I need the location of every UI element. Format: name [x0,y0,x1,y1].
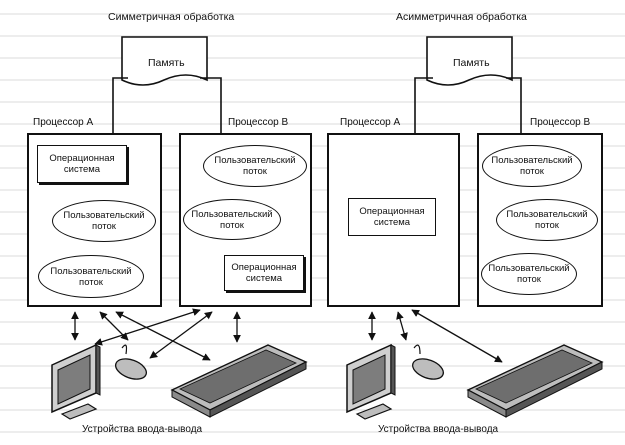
sym-a-thread-1-label: Пользовательский поток [63,210,145,232]
asym-proc-a-label: Процессор А [340,117,401,128]
keyboard-icon [170,344,308,418]
sym-a-thread-1: Пользовательский поток [52,200,156,242]
sym-b-thread-2: Пользовательский поток [183,199,281,240]
asym-io-label: Устройства ввода-вывода [378,424,499,435]
sym-title: Симметричная обработка [108,11,235,23]
sym-io-arrows [71,308,241,361]
asym-b-thread-2-label: Пользовательский поток [506,209,588,231]
asym-title: Асимметричная обработка [396,11,527,23]
sym-b-thread-2-label: Пользовательский поток [191,208,273,231]
asym-a-os-label: Операционная система [359,206,425,228]
sym-a-thread-2: Пользовательский поток [38,255,144,298]
asym-b-thread-2: Пользовательский поток [496,199,598,241]
sym-proc-a-label: Процессор А [33,117,94,128]
sym-proc-b-label: Процессор В [228,117,289,128]
asym-b-thread-3-label: Пользовательский поток [488,263,570,285]
sym-a-thread-2-label: Пользовательский поток [50,265,132,288]
asym-b-thread-3: Пользовательский поток [481,253,577,295]
mouse-icon [115,344,147,380]
sym-b-thread-1: Пользовательский поток [203,145,307,187]
asym-b-thread-1: Пользовательский поток [482,145,582,187]
monitor-icon [51,343,101,420]
memory-connectors [112,77,522,133]
sym-b-os-label: Операционная система [231,262,297,284]
sym-b-thread-1-label: Пользовательский поток [214,155,296,177]
asym-memory-label: Память [453,57,490,69]
asym-proc-b-label: Процессор В [530,117,591,128]
keyboard-icon [466,344,604,418]
monitor-icon [346,343,396,420]
asym-io-arrows [368,309,503,363]
sym-b-os-box: Операционная система [224,255,304,291]
asym-a-os-box: Операционная система [348,198,436,236]
mouse-icon [412,344,444,380]
sym-io-label: Устройства ввода-вывода [82,424,203,435]
sym-a-os-box: Операционная система [37,145,127,183]
sym-memory-label: Память [148,57,185,69]
sym-a-os-label: Операционная система [49,153,115,175]
asym-b-thread-1-label: Пользовательский поток [491,155,573,177]
